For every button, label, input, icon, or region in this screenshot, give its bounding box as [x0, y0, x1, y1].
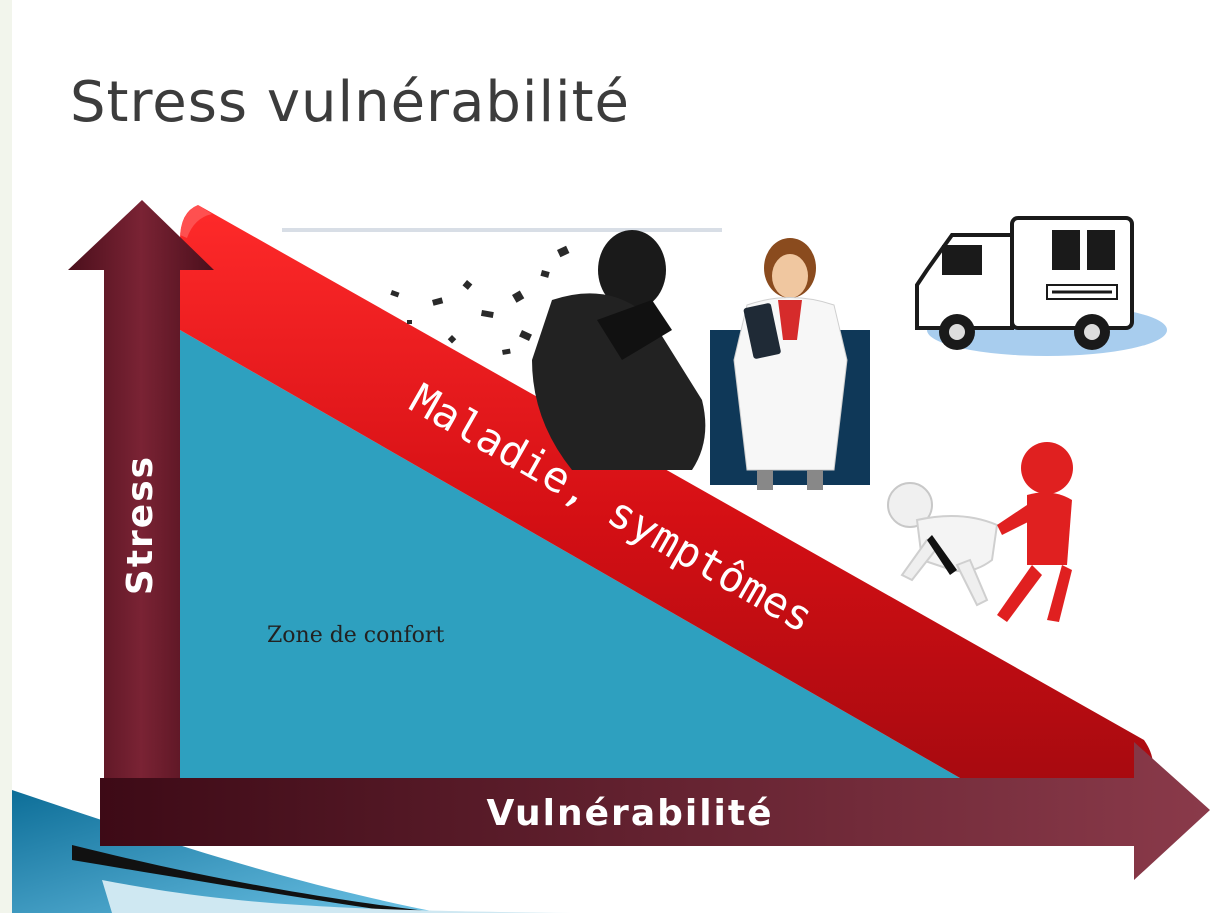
x-axis-arrow: [100, 742, 1210, 880]
illness-symptoms-band: [180, 205, 1153, 778]
slide: Stress vulnérabilité: [12, 0, 1230, 913]
ambulance-icon: [915, 216, 1167, 356]
distressed-person-icon: [282, 228, 722, 470]
decorative-swoosh: [12, 790, 572, 913]
comfort-zone-label: Zone de confort: [267, 623, 444, 648]
y-axis-label: Stress: [120, 455, 161, 595]
x-axis-label: Vulnérabilité: [486, 793, 773, 834]
stress-vulnerability-diagram: Stress Vulnérabilité Maladie, symptômes …: [12, 200, 1210, 913]
slide-title: Stress vulnérabilité: [70, 70, 631, 135]
red-figure-pushing-white-figure-icon: [887, 442, 1073, 622]
y-axis-arrow: [68, 200, 214, 778]
doctor-icon: [710, 238, 870, 490]
